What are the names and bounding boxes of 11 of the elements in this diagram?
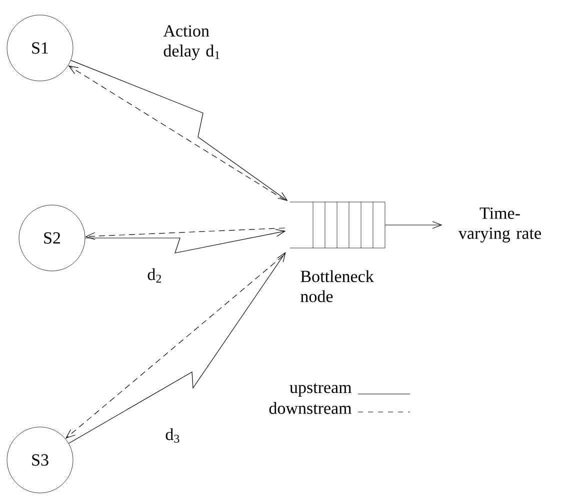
arrow bbox=[384, 221, 442, 229]
edge-label: Action delay d$_{1}$ bbox=[163, 25, 220, 60]
queue-drawing bbox=[290, 202, 386, 248]
arrow bbox=[85, 228, 286, 240]
output-label: Time-varying rate bbox=[458, 208, 541, 242]
legend-label: downstream bbox=[269, 402, 352, 414]
legend-label: upstream bbox=[290, 383, 352, 397]
node-label: Bottleneck node bbox=[300, 270, 374, 302]
arrow bbox=[84, 229, 286, 254]
edge-label: d$_{2}$ bbox=[148, 268, 161, 283]
edge-label: d$_{3}$ bbox=[166, 428, 180, 443]
